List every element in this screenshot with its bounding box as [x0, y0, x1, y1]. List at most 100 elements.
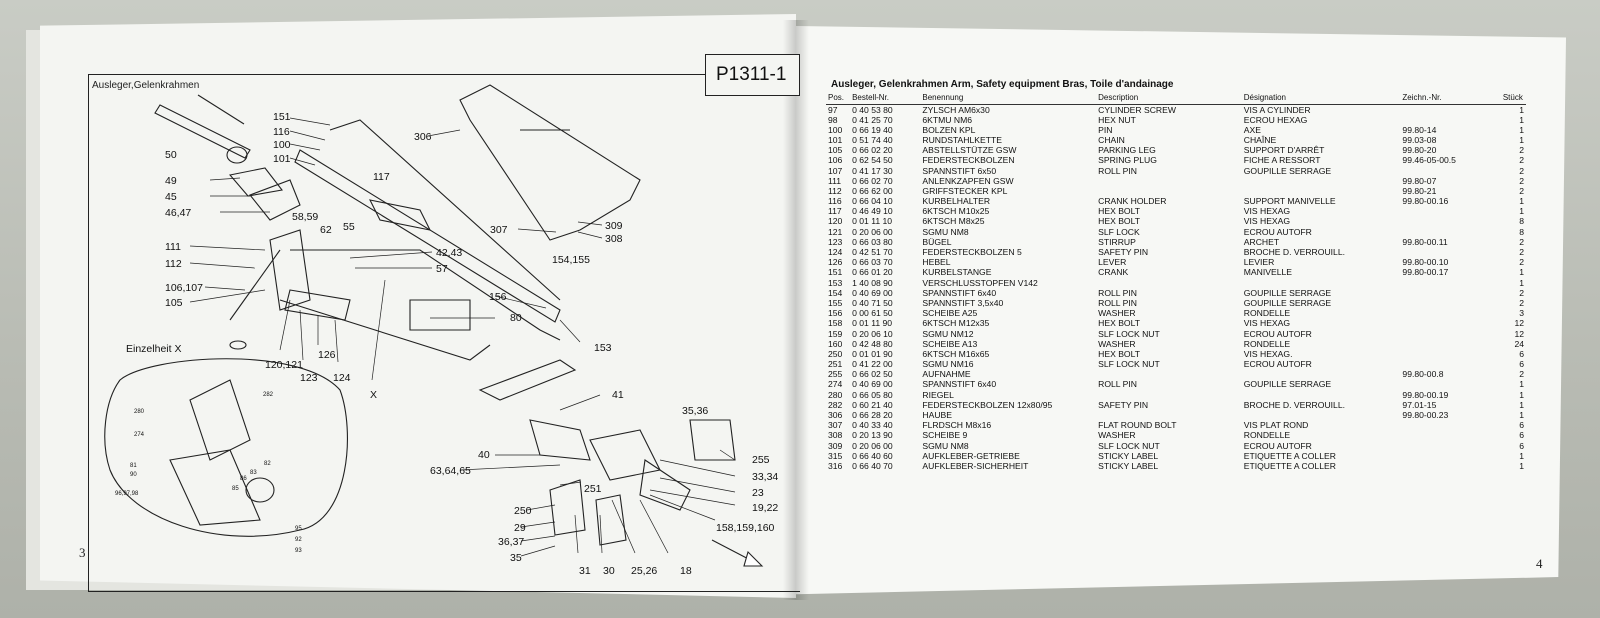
- right-page: [796, 26, 1566, 595]
- cell-stueck: 6: [1519, 420, 1524, 431]
- callout-105: 105: [165, 297, 183, 309]
- cell-description: CRANK HOLDER: [1098, 196, 1167, 207]
- callout-33-34: 33,34: [752, 471, 778, 483]
- callout-62: 62: [320, 224, 332, 236]
- inset-washer: [245, 477, 275, 503]
- cell-designation: VIS HEXAG: [1243, 216, 1291, 227]
- cell-zeichn-nr: [1400, 206, 1500, 216]
- inset-callout-82: 82: [264, 461, 271, 467]
- cell-description: SLF LOCK NUT: [1098, 440, 1160, 451]
- cell-bestell-nr: 0 20 06 00: [852, 226, 893, 237]
- cell-stueck: 1: [1519, 124, 1524, 135]
- cell-bestell-nr: 0 40 69 00: [852, 287, 893, 298]
- cell-zeichn-nr: 99.03-08: [1402, 134, 1437, 145]
- cell-pos: 120: [828, 216, 843, 227]
- cell-pos: 151: [828, 267, 843, 278]
- cell-description: ROLL PIN: [1098, 287, 1137, 298]
- cell-benennung: SPANNSTIFT 6x40: [922, 287, 997, 298]
- cell-description: HEX BOLT: [1098, 318, 1141, 329]
- cell-stueck: 2: [1519, 236, 1524, 247]
- cell-description: LEVER: [1098, 257, 1127, 268]
- cell-benennung: FLRDSCH M8x16: [922, 420, 992, 431]
- cell-zeichn-nr: 99.80-14: [1402, 124, 1437, 135]
- cell-bestell-nr: 0 42 48 80: [852, 338, 893, 349]
- cell-description: ROLL PIN: [1098, 379, 1137, 390]
- cell-bestell-nr: 0 66 05 80: [852, 389, 893, 400]
- cell-zeichn-nr: 99.80-00.10: [1402, 257, 1449, 268]
- inset-callout-96-97-98: 96,97,98: [115, 491, 139, 497]
- cell-description: ROLL PIN: [1098, 165, 1137, 176]
- direction-arrow-head: [743, 550, 764, 567]
- leg-foot: [229, 340, 247, 350]
- cell-zeichn-nr: [1400, 318, 1500, 328]
- cell-pos: 251: [828, 359, 843, 370]
- cell-description: HEX BOLT: [1098, 206, 1141, 217]
- cell-description: [1096, 186, 1242, 196]
- cell-pos: 117: [828, 206, 842, 217]
- cell-pos: 306: [828, 410, 843, 421]
- cell-description: PARKING LEG: [1098, 145, 1156, 156]
- cell-zeichn-nr: [1400, 420, 1500, 430]
- cell-description: SLF LOCK NUT: [1098, 359, 1160, 370]
- callout-307: 307: [490, 224, 508, 236]
- cell-stueck: 1: [1519, 267, 1524, 278]
- cell-designation: ETIQUETTE A COLLER: [1243, 460, 1336, 471]
- right-page-number: 4: [1536, 556, 1543, 571]
- cell-benennung: SGMU NM8: [922, 226, 969, 237]
- plate-250: [549, 479, 586, 536]
- cell-stueck: 1: [1519, 114, 1524, 125]
- leg-105: [229, 249, 281, 321]
- cell-description: [1096, 369, 1242, 379]
- cell-description: FLAT ROUND BOLT: [1098, 420, 1177, 431]
- cell-stueck: 12: [1514, 318, 1524, 329]
- cell-stueck: 1: [1519, 450, 1524, 461]
- plate-123: [284, 289, 351, 321]
- cell-zeichn-nr: 99.80-20: [1402, 145, 1437, 156]
- cell-bestell-nr: 0 66 19 40: [852, 124, 893, 135]
- cell-designation: [1242, 369, 1401, 379]
- cell-pos: 250: [828, 348, 843, 359]
- cell-benennung: SPANNSTIFT 3,5x40: [922, 297, 1004, 308]
- cell-pos: 156: [828, 308, 843, 319]
- cell-benennung: SGMU NM12: [922, 328, 974, 339]
- callout-124: 124: [333, 372, 351, 384]
- cell-designation: VIS HEXAG.: [1243, 348, 1293, 359]
- callout-156: 156: [489, 291, 507, 303]
- cell-pos: 116: [828, 196, 842, 207]
- parts-list-heading: Ausleger, Gelenkrahmen Arm, Safety equip…: [831, 79, 1174, 90]
- cell-pos: 98: [828, 114, 838, 125]
- cell-zeichn-nr: [1400, 339, 1500, 349]
- cell-description: HEX BOLT: [1098, 348, 1141, 359]
- callout-23: 23: [752, 487, 764, 499]
- cell-pos: 255: [828, 369, 843, 380]
- bracket-255: [689, 419, 736, 461]
- parts-table-header: Pos. Bestell-Nr. Benennung Description D…: [826, 93, 1526, 105]
- cell-designation: ECROU HEXAG: [1243, 114, 1308, 125]
- cell-description: WASHER: [1098, 430, 1136, 441]
- cell-zeichn-nr: 99.80-00.23: [1402, 410, 1449, 421]
- inset-part-96: [169, 449, 261, 526]
- cell-zeichn-nr: 97.01-15: [1402, 399, 1437, 410]
- callout-106-107: 106,107: [165, 282, 203, 294]
- callout-309: 309: [605, 220, 623, 232]
- callout-36-37: 36,37: [498, 536, 524, 548]
- cell-benennung: ANLENKZAPFEN GSW: [922, 175, 1014, 186]
- cell-designation: ARCHET: [1243, 236, 1280, 247]
- cell-benennung: SPANNSTIFT 6x40: [922, 379, 997, 390]
- callout-25-26: 25,26: [631, 565, 657, 577]
- cell-stueck: 1: [1519, 410, 1524, 421]
- cell-designation: ECROU AUTOFR: [1243, 440, 1312, 451]
- cell-description: HEX NUT: [1098, 114, 1136, 125]
- cell-zeichn-nr: [1400, 165, 1500, 175]
- cell-stueck: 1: [1519, 389, 1524, 400]
- callout-63-64-65: 63,64,65: [430, 465, 471, 477]
- cell-benennung: VERSCHLUSSTOPFEN V142: [922, 277, 1038, 288]
- cell-pos: 105: [828, 145, 843, 156]
